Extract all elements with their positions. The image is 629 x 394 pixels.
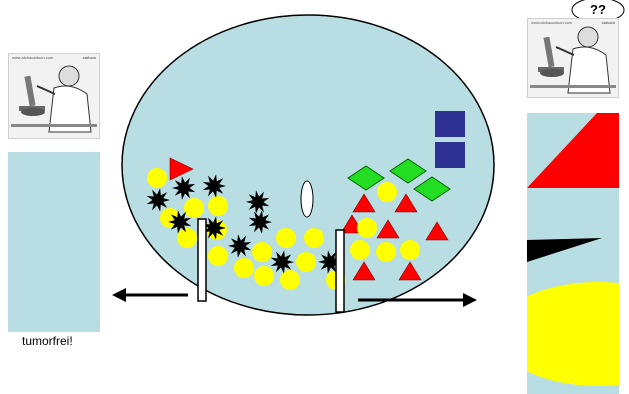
- black-tumor-cell: [228, 234, 252, 258]
- yellow-circle-cell: [208, 246, 228, 266]
- yellow-circle-cell: [304, 228, 324, 248]
- black-tumor-cell: [270, 250, 294, 274]
- yellow-circle-cell: [280, 270, 300, 290]
- black-tumor-cell: [318, 250, 342, 274]
- black-tumor-cell: [146, 188, 170, 212]
- red-triangle-cell: [352, 261, 376, 281]
- scientist-icon: [530, 26, 616, 94]
- yellow-circle-cell: [276, 228, 296, 248]
- green-diamond-cell: [413, 176, 451, 202]
- green-diamond-cell: [389, 158, 427, 184]
- cell-suspension-dish: [121, 14, 495, 316]
- thought-text: ??: [590, 2, 606, 17]
- black-tumor-cell: [202, 174, 226, 198]
- zoomed-red-triangle: [527, 113, 619, 188]
- cartoon-badge: cartoon: [601, 20, 615, 25]
- red-triangle-cell: [398, 261, 422, 281]
- scientist-icon: [11, 65, 97, 133]
- black-tumor-cell: [202, 216, 226, 240]
- red-triangle-cell: [169, 157, 194, 181]
- yellow-circle-cell: [254, 266, 274, 286]
- yellow-circle-cell: [350, 240, 370, 260]
- scientist-microscope-cartoon-left: www.alohacartoon.com cartoon: [8, 53, 100, 139]
- yellow-circle-cell: [208, 196, 228, 216]
- green-diamond-cell: [347, 165, 385, 191]
- blue-square-cell: [435, 142, 465, 168]
- cartoon-site-label: www.alohacartoon.com: [531, 20, 573, 25]
- red-triangle-cell: [376, 219, 400, 239]
- yellow-circle-cell: [400, 240, 420, 260]
- yellow-circle-cell: [184, 198, 204, 218]
- yellow-circle-cell: [252, 242, 272, 262]
- cartoon-badge: cartoon: [82, 55, 96, 60]
- tumor-free-label: tumorfrei!: [22, 334, 73, 348]
- blue-square-cell: [435, 111, 465, 137]
- black-tumor-cell: [246, 190, 270, 214]
- yellow-circle-cell: [377, 182, 397, 202]
- left-barrier: [197, 218, 207, 302]
- yellow-circle-cell: [147, 168, 167, 188]
- red-triangle-cell: [352, 193, 376, 213]
- yellow-circle-cell: [234, 258, 254, 278]
- yellow-circle-cell: [357, 218, 377, 238]
- center-oval-marker: [300, 180, 314, 218]
- red-triangle-cell: [425, 221, 449, 241]
- right-barrier: [335, 229, 345, 313]
- yellow-circle-cell: [376, 242, 396, 262]
- yellow-circle-cell: [296, 252, 316, 272]
- scientist-microscope-cartoon-right: www.alohacartoon.com cartoon: [527, 18, 619, 98]
- right-arrow: [358, 293, 477, 307]
- zoomed-yellow-cell: [527, 282, 619, 386]
- cartoon-site-label: www.alohacartoon.com: [12, 55, 54, 60]
- zoomed-black-cell: [527, 238, 602, 262]
- zoomed-sample-panel: [527, 113, 619, 394]
- red-triangle-cell: [394, 193, 418, 213]
- tumor-free-sample: [8, 152, 100, 332]
- yellow-circle-cell: [177, 228, 197, 248]
- black-tumor-cell: [172, 176, 196, 200]
- left-arrow: [112, 288, 188, 302]
- black-tumor-cell: [248, 210, 272, 234]
- black-tumor-cell: [168, 210, 192, 234]
